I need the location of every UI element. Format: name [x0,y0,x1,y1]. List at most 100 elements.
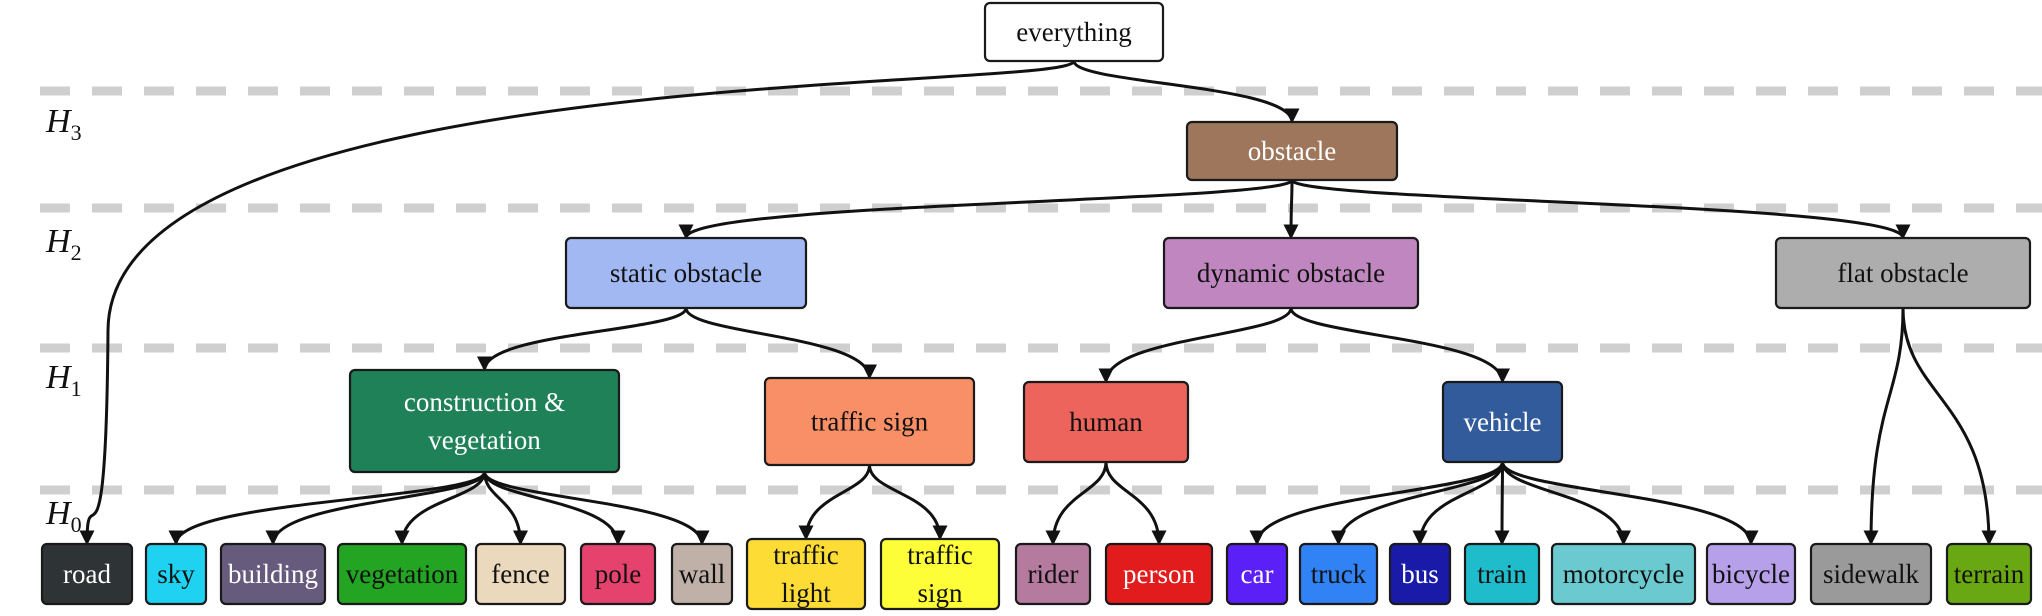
node-box-trafficsign_group [763,376,976,467]
node-label-vehicle: vehicle [1464,407,1542,437]
node-box-truck [1298,542,1379,606]
node-label-everything: everything [1016,17,1131,47]
node-box-everything [983,1,1165,63]
node-box-sky [144,542,208,606]
node-car: car [1225,542,1289,606]
node-box-static [564,236,808,310]
edge-vehicle-bus [1412,461,1504,546]
node-label-construction: construction & [404,387,565,417]
level-separators [40,86,2042,495]
edge-vehicle-motorcycle [1501,461,1631,546]
level-label-0: H3 [45,103,82,145]
node-label-train: train [1477,559,1527,589]
edge-construction-vegetation [394,471,486,546]
node-label-motorcycle: motorcycle [1563,559,1684,589]
node-box-rider [1014,542,1092,606]
edge-trafficsign_group-trafficsign [868,464,948,541]
node-label-sidewalk: sidewalk [1823,559,1919,589]
node-label-trafficlight: light [781,578,831,608]
edge-construction-wall [483,471,710,546]
node-obstacle: obstacle [1185,120,1399,182]
node-label-vegetation: vegetation [346,559,459,589]
node-label-construction: vegetation [428,425,541,455]
edge-human-rider [1045,461,1108,546]
edge-vehicle-bicycle [1501,461,1759,546]
edge-construction-fence [483,471,528,546]
node-terrain: terrain [1945,542,2033,606]
node-box-terrain [1945,542,2033,606]
edge-obstacle-dynamic [1283,179,1299,240]
node-box-wall [670,542,734,606]
node-box-dynamic [1162,236,1420,310]
node-label-fence: fence [491,559,549,589]
node-label-terrain: terrain [1954,559,2025,589]
node-label-road: road [63,559,111,589]
node-label-human: human [1069,407,1143,437]
level-label-3: H0 [45,495,82,537]
node-dynamic: dynamic obstacle [1162,236,1420,310]
edge-vehicle-train [1494,461,1510,546]
node-label-rider: rider [1028,559,1079,589]
node-box-sidewalk [1809,542,1933,606]
node-box-person [1104,542,1214,606]
node-sky: sky [144,542,208,606]
node-everything: everything [983,1,1165,63]
node-box-car [1225,542,1289,606]
node-label-person: person [1123,559,1195,589]
node-label-trafficsign: sign [917,578,963,608]
node-label-trafficsign_group: traffic sign [811,407,929,437]
node-box-train [1463,542,1541,606]
node-motorcycle: motorcycle [1550,542,1697,606]
node-label-trafficlight: traffic [773,540,838,570]
node-human: human [1022,380,1190,464]
node-box-human [1022,380,1190,464]
edge-static-construction [477,307,688,372]
node-box-construction [348,368,621,474]
node-truck: truck [1298,542,1379,606]
edge-everything-obstacle [1072,60,1300,124]
node-label-truck: truck [1311,559,1367,589]
node-building: building [219,542,327,606]
node-rider: rider [1014,542,1092,606]
node-flat: flat obstacle [1774,236,2032,310]
edge-obstacle-flat [1290,178,1911,240]
node-static: static obstacle [564,236,808,310]
node-box-road [40,542,134,606]
node-label-dynamic: dynamic obstacle [1197,258,1385,288]
node-label-bicycle: bicycle [1712,559,1790,589]
node-box-flat [1774,236,2032,310]
node-label-car: car [1241,559,1274,589]
node-label-bus: bus [1401,559,1439,589]
node-road: road [40,542,134,606]
edge-everything-road [79,59,1076,546]
edge-flat-sidewalk [1863,307,1905,546]
node-box-vegetation [336,542,468,606]
node-box-pole [579,542,657,606]
node-vegetation: vegetation [336,542,468,606]
edge-static-trafficsign_group [684,307,877,380]
node-train: train [1463,542,1541,606]
edges [79,59,1997,546]
edge-dynamic-vehicle [1289,307,1510,384]
node-label-wall: wall [679,559,726,589]
node-wall: wall [670,542,734,606]
node-box-fence [474,542,567,606]
level-label-2: H1 [45,359,82,401]
node-construction: construction & vegetation [348,368,621,474]
edge-dynamic-human [1098,307,1293,384]
node-box-vehicle [1441,380,1564,464]
node-box-motorcycle [1550,542,1697,606]
node-bus: bus [1388,542,1452,606]
node-label-building: building [228,559,318,589]
level-label-1: H2 [45,223,82,265]
edge-flat-terrain [1901,307,1997,546]
node-bicycle: bicycle [1705,542,1797,606]
node-trafficsign_group: traffic sign [763,376,976,467]
node-label-pole: pole [595,559,642,589]
edge-vehicle-truck [1331,461,1504,546]
node-box-trafficlight [745,537,867,611]
node-pole: pole [579,542,657,606]
